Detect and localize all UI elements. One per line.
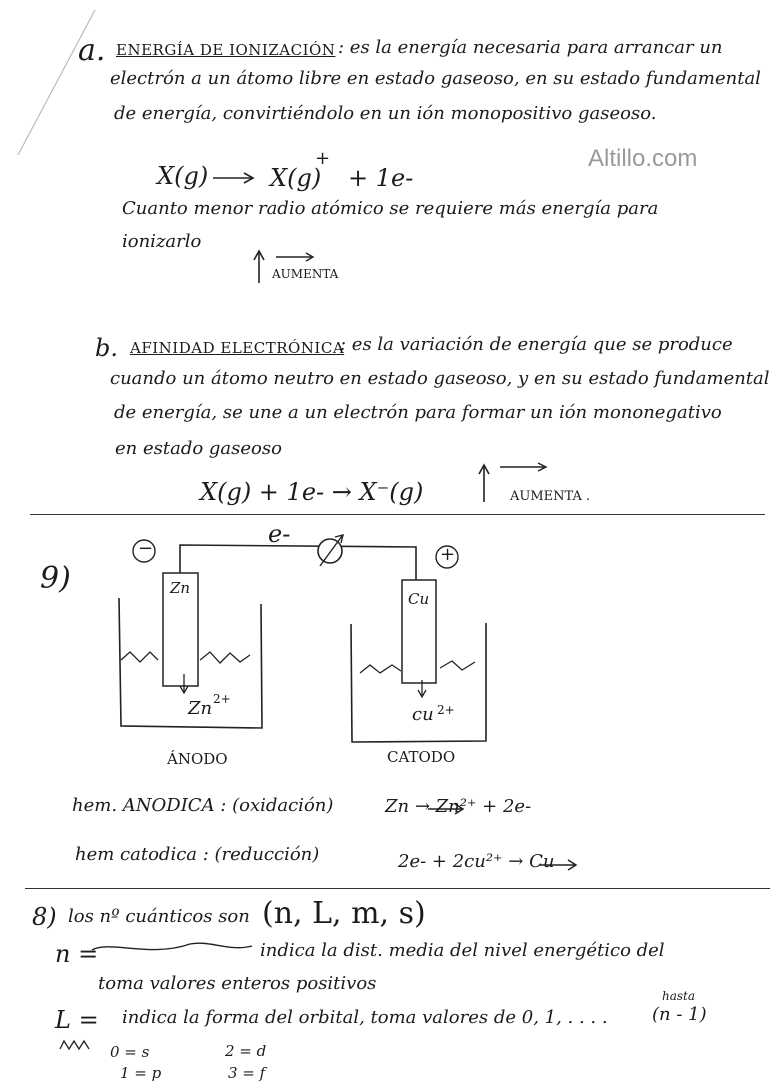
part-b-line3: de energía, se une a un electrón para fo…: [114, 402, 722, 423]
n-description-line2: toma valores enteros positivos: [98, 973, 377, 994]
hem-anodica-equation: Zn → Zn²⁺ + 2e-: [385, 796, 532, 817]
part-a-note2: ionizarlo: [122, 231, 202, 252]
q8-number-set: (n, L, m, s): [262, 896, 426, 931]
part-a-letter: a.: [78, 33, 106, 68]
part-a-line3: de energía, convirtiéndolo en un ión mon…: [114, 103, 657, 124]
part-b-term: AFINIDAD ELECTRÓNICA: [130, 339, 345, 357]
orbital-row1-right: 2 = d: [225, 1042, 267, 1060]
q9-plus-sign: +: [440, 544, 456, 565]
zn-electrode-label: Zn: [170, 579, 191, 597]
part-a-trend: AUMENTA: [272, 267, 339, 281]
zn-ion-label: Zn: [188, 698, 213, 719]
hem-catodica-label: hem catodica : (reducción): [75, 844, 320, 865]
watermark: Altillo.com: [588, 145, 698, 172]
orbital-row2-right: 3 = f: [228, 1064, 266, 1082]
section-divider-1: [30, 514, 765, 515]
part-b-line2: cuando un átomo neutro en estado gaseoso…: [110, 368, 770, 389]
section-divider-2: [25, 888, 770, 889]
l-range: (n - 1): [652, 1004, 707, 1025]
anode-label: ÁNODO: [167, 750, 228, 768]
q8-intro: los nº cuánticos son: [68, 906, 250, 927]
part-a-eq-charge: +: [315, 148, 331, 169]
cu-electrode-label: Cu: [408, 590, 430, 608]
part-a-line2: electrón a un átomo libre en estado gase…: [110, 68, 761, 89]
part-b-trend: AUMENTA .: [510, 489, 591, 504]
part-b-line4: en estado gaseoso: [115, 438, 282, 459]
part-a-term: ENERGÍA DE IONIZACIÓN: [116, 41, 336, 59]
zn-ion-charge: 2+: [213, 692, 231, 706]
orbital-row1-left: 0 = s: [110, 1043, 150, 1061]
hem-anodica-label: hem. ANODICA : (oxidación): [72, 795, 334, 816]
l-description: indica la forma del orbital, toma valore…: [122, 1007, 608, 1028]
cu-ion-charge: 2+: [437, 703, 455, 717]
part-a-line1: : es la energía necesaria para arrancar …: [338, 37, 723, 58]
part-a-eq-rhs: X(g): [270, 164, 322, 192]
part-a-eq-lhs: X(g): [157, 162, 209, 190]
l-label: L =: [55, 1006, 99, 1034]
cathode-label: CATODO: [387, 748, 456, 766]
n-label: n =: [55, 940, 99, 968]
q9-electron: e-: [268, 520, 291, 548]
hasta-note: hasta: [662, 989, 696, 1003]
hem-catodica-equation: 2e- + 2cu²⁺ → Cu: [398, 851, 555, 872]
orbital-row2-left: 1 = p: [120, 1064, 162, 1082]
part-a-eq-electron: + 1e-: [348, 164, 414, 192]
cu-ion-label: cu: [412, 704, 434, 725]
n-description-line1: indica la dist. media del nivel energéti…: [260, 940, 665, 961]
part-b-eq: X(g) + 1e- → X⁻(g): [200, 478, 424, 506]
part-a-note1: Cuanto menor radio atómico se requiere m…: [122, 198, 659, 219]
q8-number: 8): [32, 903, 57, 931]
q9-number: 9): [40, 561, 71, 596]
q9-minus-sign: −: [138, 538, 154, 559]
part-b-line1: : es la variación de energía que se prod…: [340, 334, 733, 355]
part-b-letter: b.: [95, 334, 118, 362]
